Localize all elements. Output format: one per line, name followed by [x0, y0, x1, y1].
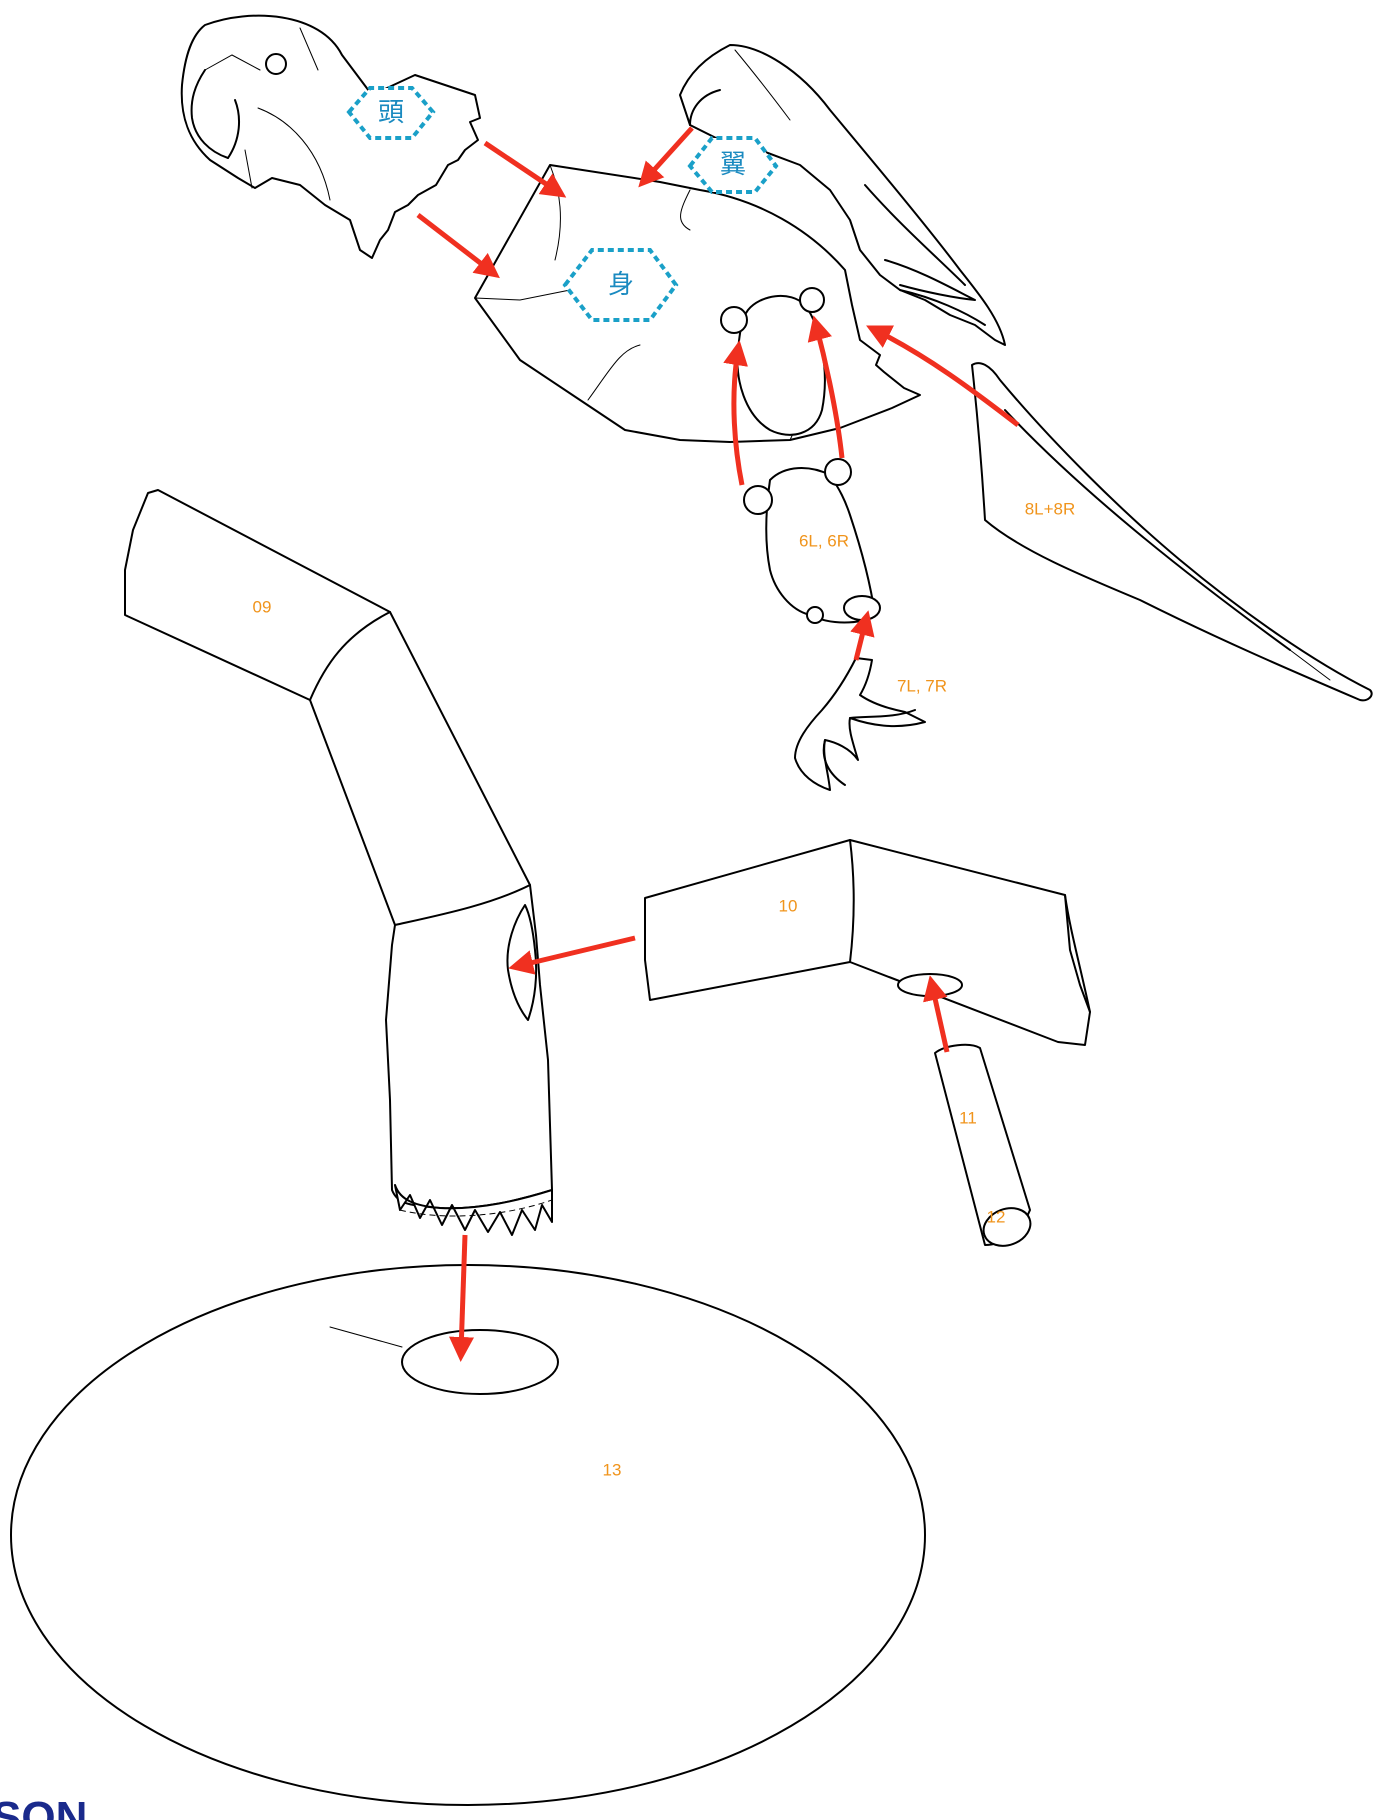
svg-text:翼: 翼 [720, 150, 746, 180]
base-piece [11, 1265, 925, 1805]
branch-side-piece [645, 840, 1090, 1045]
part-label-base: 13 [603, 1461, 622, 1480]
part-label-tail: 8L+8R [1025, 500, 1076, 519]
arrow-head-to-body-lower [418, 215, 492, 272]
part-label-foot: 7L, 7R [897, 677, 947, 696]
twig-piece [935, 1045, 1036, 1252]
svg-text:身: 身 [608, 270, 634, 300]
arrow-wing-to-body [645, 128, 692, 180]
tail-piece [972, 363, 1372, 700]
branch-main-piece [125, 490, 552, 1235]
part-label-leg: 6L, 6R [799, 532, 849, 551]
head-piece [182, 16, 480, 258]
brand-logo-fragment: SON [0, 1793, 87, 1820]
svg-text:頭: 頭 [378, 98, 404, 128]
part-label-twig-end: 12 [987, 1208, 1006, 1227]
part-label-branch-side: 10 [779, 897, 798, 916]
arrow-foot-to-leg [856, 620, 866, 660]
arrow-head-to-body-upper [485, 143, 558, 192]
part-label-twig: 11 [959, 1109, 977, 1128]
part-label-branch-main: 09 [253, 598, 272, 617]
